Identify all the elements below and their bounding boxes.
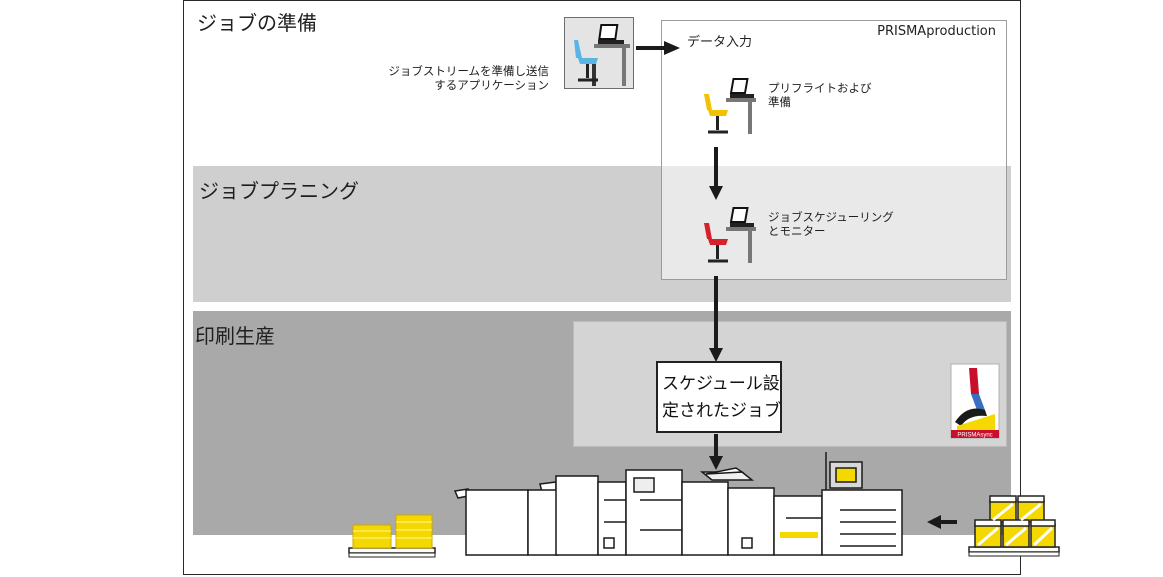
section-title-production: 印刷生産 [195,324,275,348]
pallet-icon [968,495,1060,557]
paper-stack-icon [348,514,436,558]
scheduled-jobs-box: スケジュール設 定されたジョブ [656,361,782,433]
prismasync-area [573,321,1007,447]
flow-arrows [636,41,957,529]
arrow-icon [664,41,680,55]
application-label: ジョブストリームを準備し送信 するアプリケーション [388,64,549,92]
arrow-icon [709,456,723,470]
workstation-icon [574,24,630,86]
data-input-label: データ入力 [687,35,753,50]
prismasync-logo-icon: PRISMAsync [950,363,1000,439]
prismasync-logo-text: PRISMAsync [957,433,992,439]
workstation-icon [704,207,756,263]
section-title-preparation: ジョブの準備 [197,11,317,35]
printer-icon [453,452,903,556]
arrow-icon [709,348,723,362]
arrow-icon [709,186,723,200]
workstation-icon [704,78,756,134]
arrow-icon [927,515,941,529]
prismaproduction-box: PRISMAproduction [661,20,1007,280]
scheduling-label: ジョブスケジューリング とモニター [768,210,894,238]
section-title-planning: ジョブプラニング [199,179,359,203]
prismaproduction-label: PRISMAproduction [877,24,996,39]
preflight-label: プリフライトおよび 準備 [768,81,872,109]
